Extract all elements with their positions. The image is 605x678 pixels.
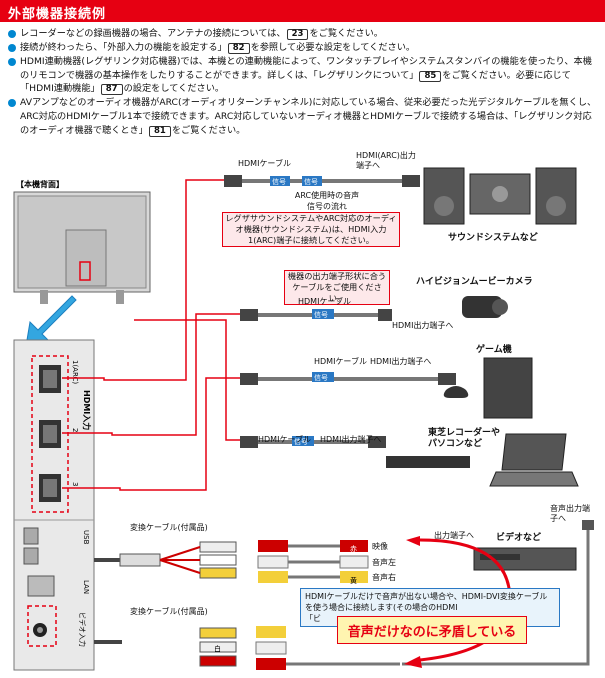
- bullet-dot-icon: [8, 30, 16, 38]
- composite-cable-1: [94, 540, 369, 583]
- signal-tag: 信号: [314, 310, 328, 319]
- audio-jack-icon: [582, 520, 594, 530]
- usb-label: USB: [82, 530, 90, 545]
- hdmi-cable-4: [240, 436, 386, 448]
- zoom-arrow-icon: [25, 295, 77, 347]
- page-ref-link[interactable]: 87: [100, 84, 123, 96]
- signal-tag: 信号: [272, 177, 286, 186]
- hdmi-out-label: HDMI出力端子へ: [320, 435, 382, 444]
- audio-right-label: 音声右: [372, 573, 396, 582]
- conv-cable-label: 変換ケーブル(付属品): [130, 607, 208, 616]
- port3-label: 3: [71, 482, 79, 486]
- video-device: [473, 547, 577, 571]
- hdmi-cable-label: HDMIケーブル: [314, 357, 367, 366]
- audio-out-cable: [402, 528, 590, 666]
- port1-label: 1(ARC): [71, 360, 79, 384]
- video-input-label: ビデオ入力: [78, 612, 87, 647]
- bullet-item: AVアンプなどのオーディオ機器がARC(オーディオリターンチャンネル)に対応して…: [8, 96, 598, 137]
- tv-input-panel: [13, 339, 95, 671]
- page-ref-link[interactable]: 82: [227, 43, 250, 55]
- audio-out-label: 音声出力端子へ: [550, 504, 590, 523]
- camera-label: ハイビジョンムービーカメラ: [416, 277, 533, 287]
- connection-lines: [62, 179, 244, 491]
- hdmi-input-label: HDMI入力: [82, 390, 92, 430]
- arc-callout: レグザサウンドシステムやARC対応のオーディオ機器(サウンドシステム)は、HDM…: [222, 212, 400, 247]
- signal-tag: 信号: [294, 437, 308, 446]
- section-header: 外部機器接続例: [0, 0, 605, 22]
- port2-label: 2: [71, 428, 79, 432]
- back-label: 【本機背面】: [16, 179, 64, 189]
- game-console-device: [443, 357, 533, 419]
- bullet-dot-icon: [8, 58, 16, 67]
- recorder-pc-device: [386, 433, 579, 487]
- white-mark: 白: [214, 644, 221, 653]
- video-device-label: ビデオなど: [496, 533, 542, 543]
- conv-cable-label: 変換ケーブル(付属品): [130, 523, 208, 532]
- hdmi-cable-label: HDMIケーブル: [298, 297, 351, 306]
- out-port-label: 出力端子へ: [434, 531, 474, 540]
- yellow-mark: 黄: [350, 576, 357, 585]
- hdmi-cable-2: [240, 309, 392, 321]
- page-ref-link[interactable]: 23: [286, 29, 309, 40]
- lan-label: LAN: [82, 580, 90, 594]
- hdmi-arc-out-label: HDMI(ARC)出力端子へ: [356, 151, 416, 170]
- hdmi-out-label: HDMI出力端子へ: [392, 321, 454, 330]
- signal-tag: 信号: [304, 177, 318, 186]
- sound-system-label: サウンドシステムなど: [448, 233, 538, 243]
- audio-left-label: 音声左: [372, 558, 396, 567]
- arrow-head-icon: [406, 536, 420, 546]
- bullet-dot-icon: [8, 99, 16, 108]
- composite-cable-2: [94, 626, 400, 670]
- bullet-dot-icon: [8, 44, 16, 53]
- cable-callout: 機器の出力端子形状に合うケーブルをご使用ください。: [284, 270, 390, 305]
- page-ref-link[interactable]: 85: [419, 70, 442, 82]
- bullet-item: HDMI連動機器(レグザリンク対応機器)では、本機との連動機能によって、ワンタッ…: [8, 55, 598, 96]
- game-label: ゲーム機: [476, 345, 512, 355]
- sound-system-device: [423, 167, 577, 225]
- contradiction-annotation: 音声だけなのに矛盾している: [337, 616, 527, 644]
- hdmi-out-label: HDMI出力端子へ: [370, 357, 432, 366]
- red-mark: 赤: [350, 545, 357, 553]
- arc-flow-note: ARC使用時の音声信号の流れ: [294, 191, 360, 211]
- camera-device: [462, 296, 508, 318]
- recorder-label: 東芝レコーダーやパソコンなど: [428, 428, 501, 449]
- arrow-head-icon: [404, 656, 422, 668]
- hdmi-cable-1: [224, 175, 420, 187]
- video-port-label: 映像: [372, 542, 388, 551]
- hdmi-cable-label: HDMIケーブル: [258, 435, 311, 444]
- section-title: 外部機器接続例: [8, 7, 107, 22]
- page-ref-link[interactable]: 81: [148, 125, 171, 137]
- hdmi-cable-3: [240, 372, 456, 385]
- signal-tag: 信号: [314, 373, 328, 382]
- tv-back-illustration: [13, 191, 151, 304]
- hdmi-cable-label: HDMIケーブル: [238, 159, 291, 168]
